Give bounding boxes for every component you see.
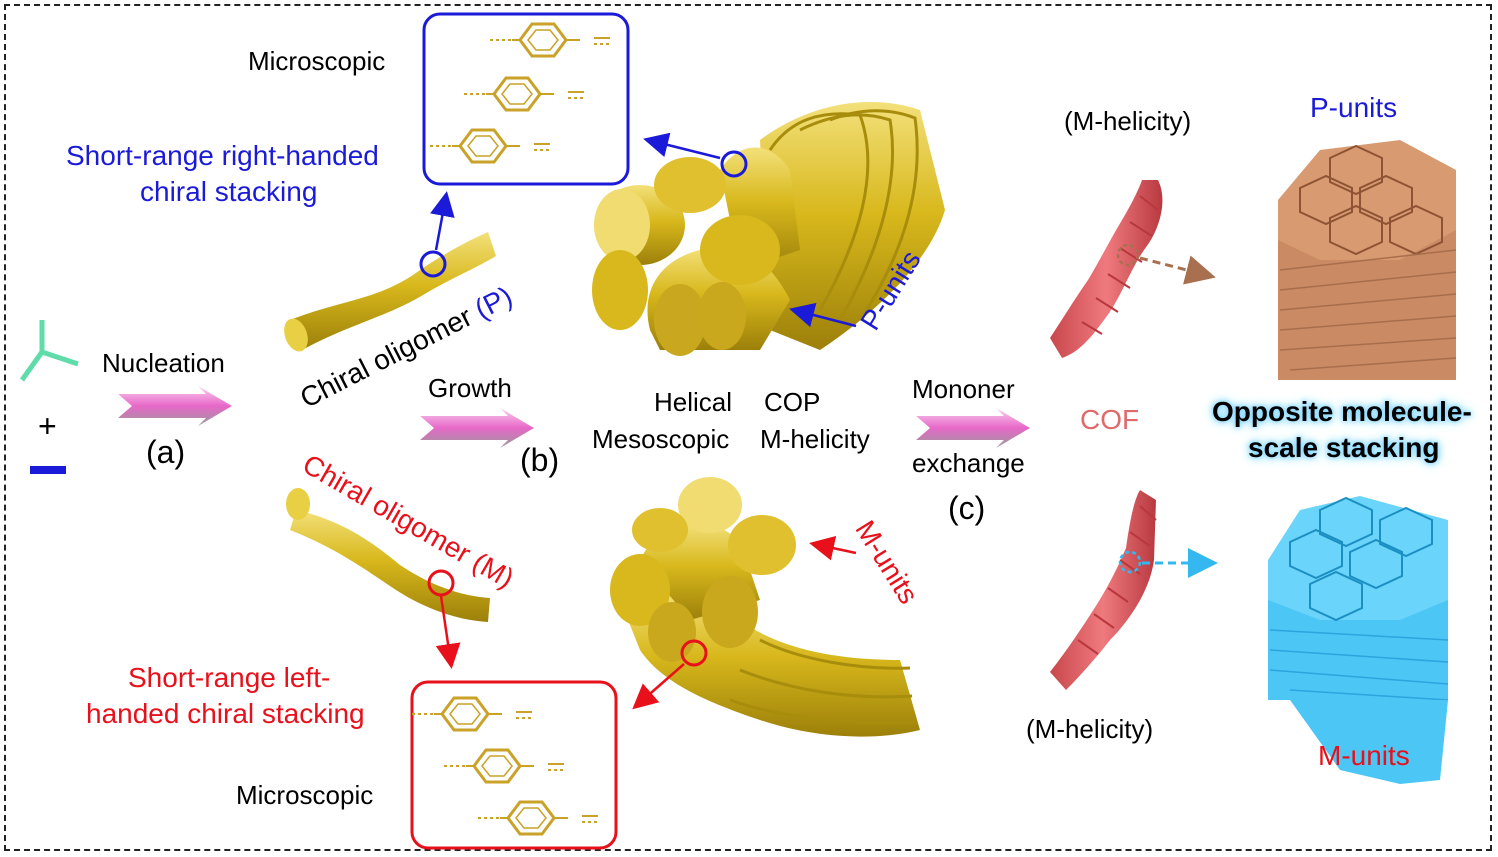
mononer-label: Mononer bbox=[912, 374, 1015, 404]
cof-label: COF bbox=[1080, 404, 1140, 435]
helix-icon bbox=[1050, 180, 1218, 690]
step-b-label: (b) bbox=[520, 442, 560, 478]
honeycomb-stack-icon bbox=[1268, 140, 1457, 784]
step-c-label: (c) bbox=[948, 490, 986, 526]
p-units-right-label: P-units bbox=[1310, 92, 1398, 123]
minus-icon bbox=[30, 466, 66, 474]
step-a-label: (a) bbox=[146, 434, 186, 470]
m-helicity-bottom-label: (M-helicity) bbox=[1026, 714, 1154, 744]
chiral-oligomer-m-rod bbox=[286, 488, 490, 669]
exchange-label: exchange bbox=[912, 448, 1025, 478]
microscopic-box-top bbox=[422, 12, 630, 186]
microscopic-label-bottom: Microscopic bbox=[236, 780, 374, 810]
cop-label: COP bbox=[764, 387, 821, 417]
process-arrow-icon bbox=[118, 386, 1030, 448]
opposite-stacking-line1: Opposite molecule- bbox=[1212, 396, 1472, 427]
short-range-left-line2: handed chiral stacking bbox=[86, 698, 365, 729]
tripod-monomer-icon bbox=[19, 320, 79, 382]
plus-sign: + bbox=[38, 408, 57, 444]
microscopic-label-top: Microscopic bbox=[248, 46, 386, 76]
helical-cop-top bbox=[592, 101, 945, 356]
microscopic-box-bottom bbox=[410, 680, 618, 850]
opposite-stacking-line2: scale stacking bbox=[1248, 432, 1440, 463]
chiral-oligomer-p-rod bbox=[284, 191, 496, 352]
mesoscopic-label: Mesoscopic bbox=[592, 424, 730, 454]
nucleation-label: Nucleation bbox=[102, 348, 225, 378]
short-range-right-line2: chiral stacking bbox=[140, 176, 318, 207]
short-range-right-line1: Short-range right-handed bbox=[66, 140, 379, 171]
helical-cop-bottom bbox=[610, 477, 920, 737]
growth-label: Growth bbox=[428, 373, 512, 403]
m-helicity-top-label: (M-helicity) bbox=[1064, 106, 1192, 136]
m-helicity-center-label: M-helicity bbox=[760, 424, 870, 454]
short-range-left-line1: Short-range left- bbox=[128, 662, 331, 693]
dashed-border bbox=[4, 4, 1492, 851]
helical-label: Helical bbox=[654, 387, 733, 417]
m-units-right-label: M-units bbox=[1318, 740, 1410, 771]
